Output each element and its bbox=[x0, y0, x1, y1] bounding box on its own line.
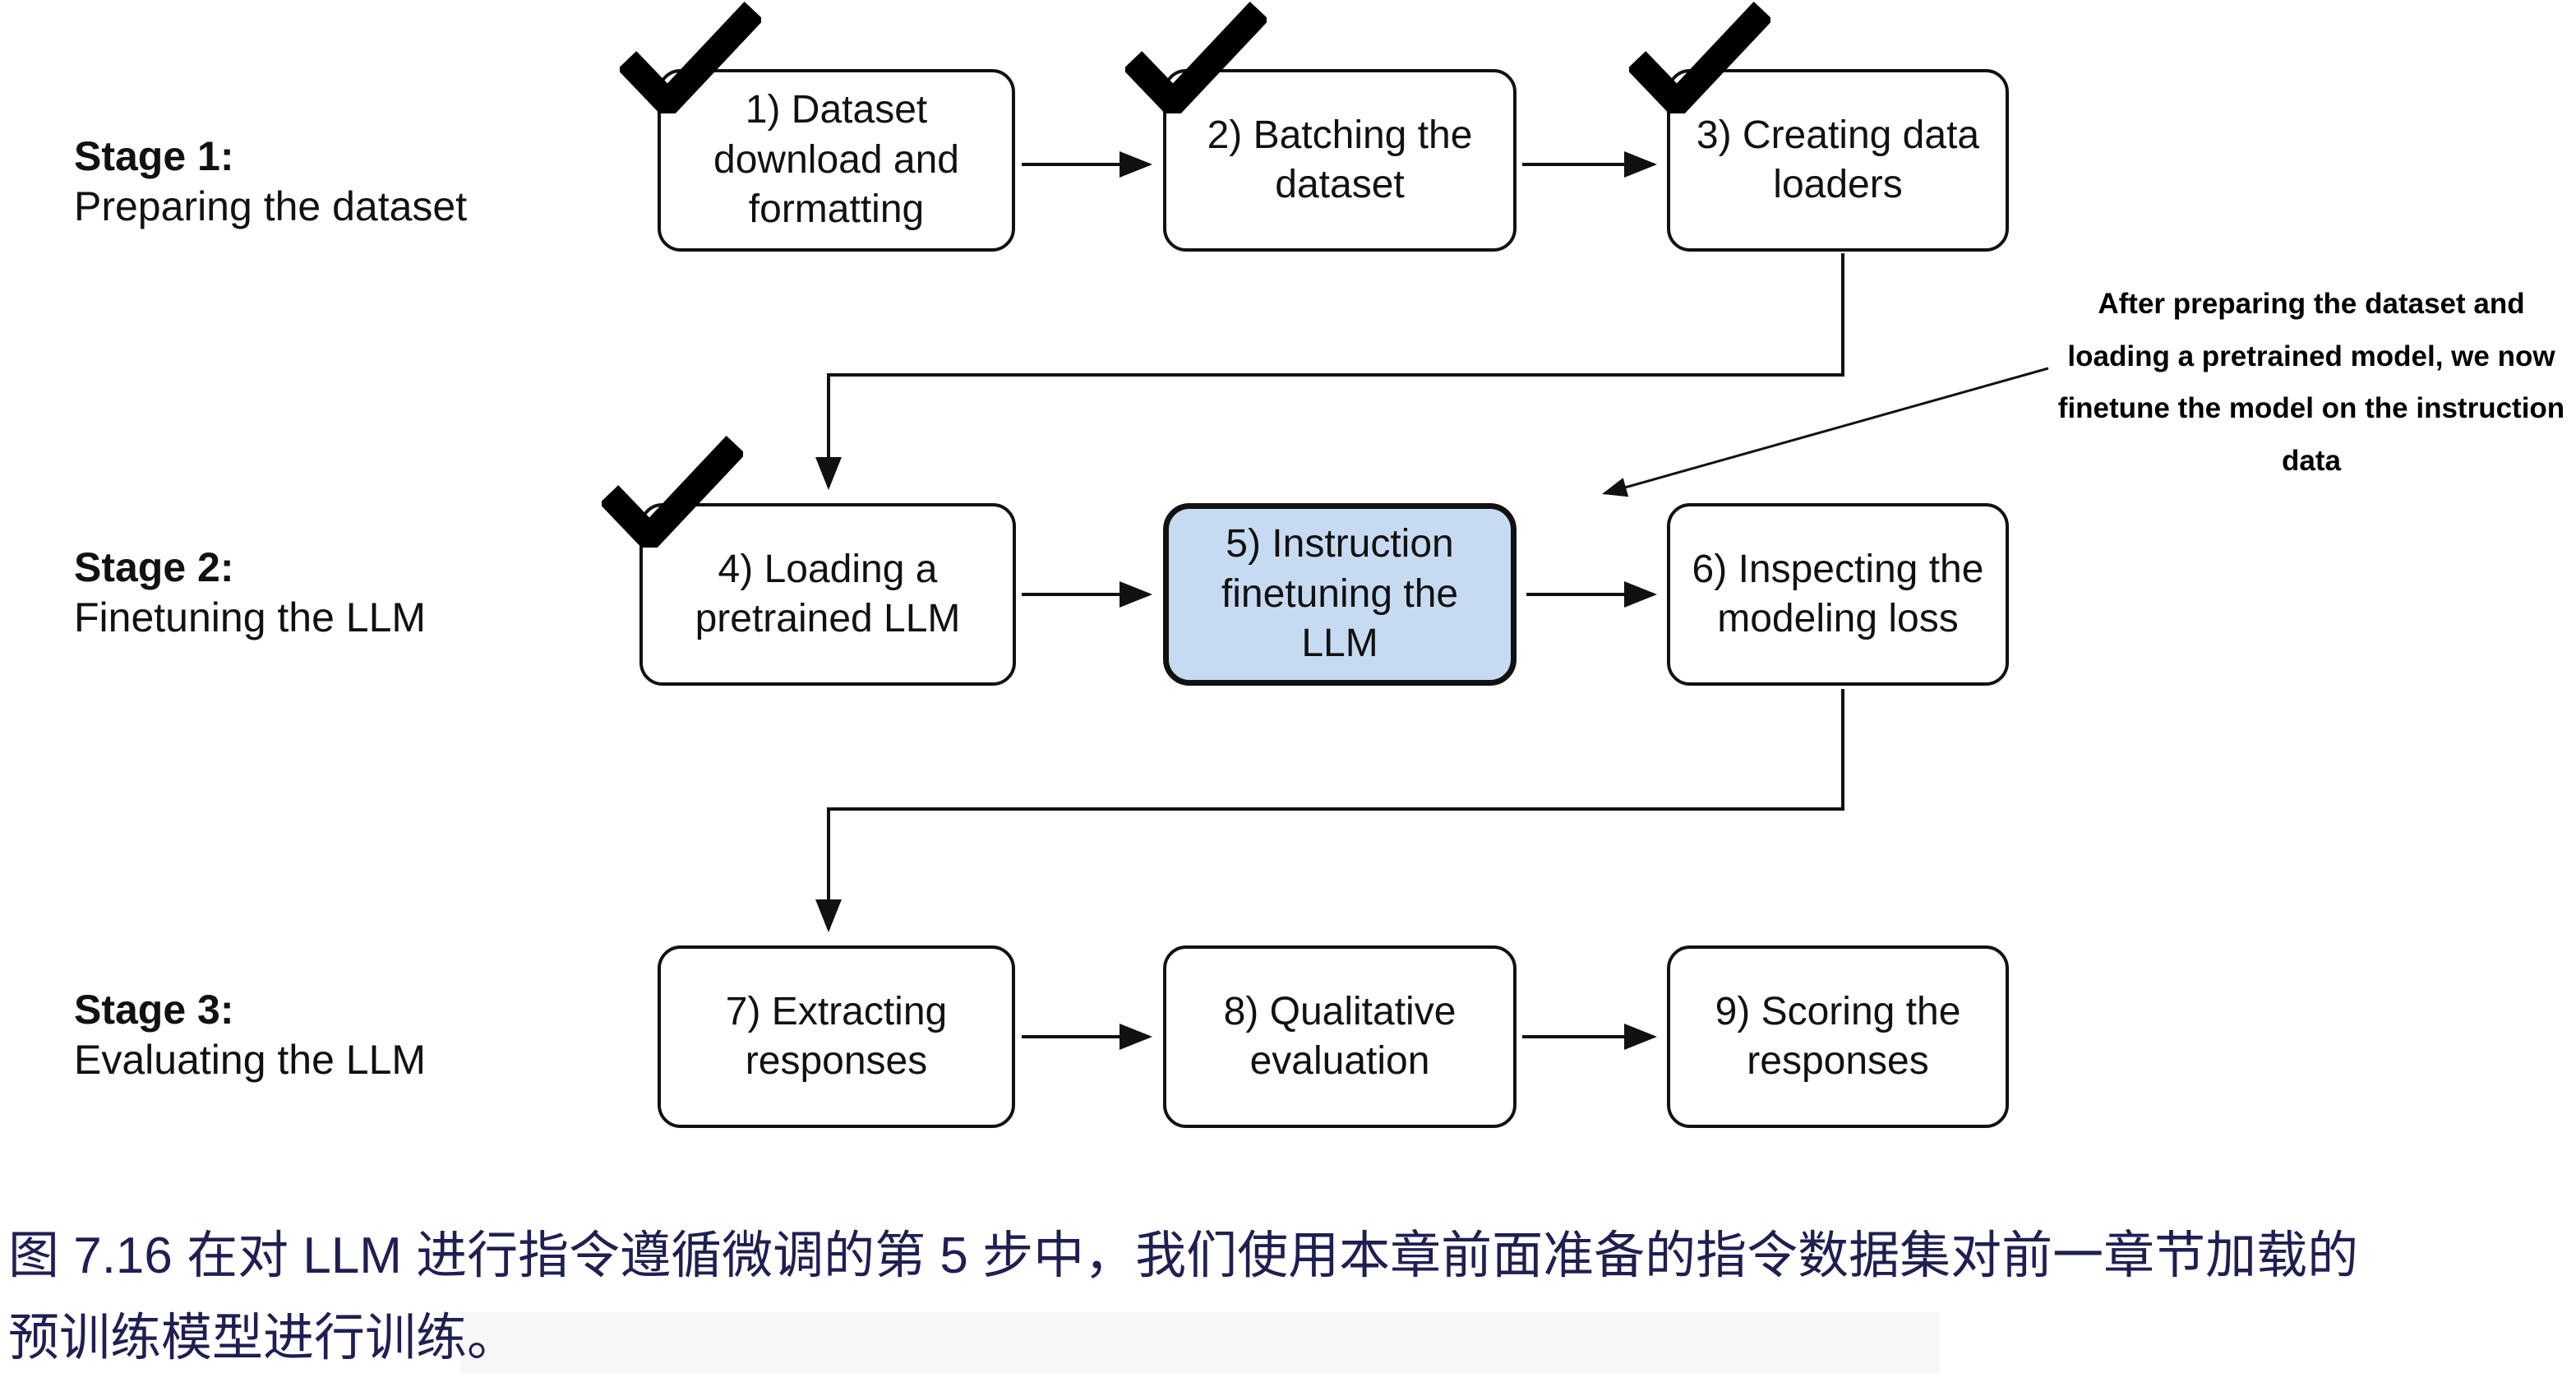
node-label: 6) Inspecting the modeling loss bbox=[1692, 547, 1984, 640]
node-label: 2) Batching the dataset bbox=[1207, 113, 1473, 206]
node-6-inspecting-loss: 6) Inspecting the modeling loss bbox=[1667, 503, 2009, 686]
stage-1-subtitle: Preparing the dataset bbox=[74, 183, 468, 229]
checkmark-icon bbox=[1629, 2, 1770, 113]
background-band bbox=[460, 1312, 1940, 1373]
arrow-box3-box4 bbox=[815, 253, 1844, 490]
figure-caption: 图 7.16 在对 LLM 进行指令遵循微调的第 5 步中，我们使用本章前面准备… bbox=[8, 1215, 2576, 1373]
caption-line-2: 预训练模型进行训练。 bbox=[8, 1310, 519, 1367]
caption-line-1: 图 7.16 在对 LLM 进行指令遵循微调的第 5 步中，我们使用本章前面准备… bbox=[8, 1227, 2359, 1284]
node-2-batching-dataset: 2) Batching the dataset bbox=[1125, 2, 1517, 252]
stage-1-label: Stage 1: Preparing the dataset bbox=[74, 132, 467, 232]
node-label: 7) Extracting responses bbox=[725, 989, 948, 1083]
node-4-loading-pretrained-llm: 4) Loading a pretrained LLM bbox=[602, 436, 1016, 686]
stage-3-subtitle: Evaluating the LLM bbox=[74, 1037, 427, 1083]
node-9-scoring-responses: 9) Scoring the responses bbox=[1667, 945, 2009, 1128]
checkmark-icon bbox=[620, 2, 761, 113]
annotation-note: After preparing the dataset and loading … bbox=[2057, 288, 2565, 478]
stage-2-label: Stage 2: Finetuning the LLM bbox=[74, 543, 426, 643]
node-8-qualitative-evaluation: 8) Qualitative evaluation bbox=[1163, 945, 1517, 1128]
checkmark-icon bbox=[1125, 2, 1267, 113]
arrow-box6-box7 bbox=[815, 689, 1844, 932]
node-1-dataset-download: 1) Dataset download and formatting bbox=[620, 2, 1015, 252]
node-7-extracting-responses: 7) Extracting responses bbox=[658, 945, 1015, 1128]
stage-3-label: Stage 3: Evaluating the LLM bbox=[74, 985, 426, 1085]
node-label: 9) Scoring the responses bbox=[1715, 989, 1961, 1083]
checkmark-icon bbox=[602, 436, 743, 548]
stage-2-subtitle: Finetuning the LLM bbox=[74, 594, 427, 640]
stage-3-title: Stage 3: bbox=[74, 987, 234, 1033]
node-label: 1) Dataset download and formatting bbox=[713, 88, 959, 232]
node-label: 4) Loading a pretrained LLM bbox=[695, 547, 961, 640]
stage-1-title: Stage 1: bbox=[74, 133, 234, 179]
node-label: 5) Instruction finetuning the LLM bbox=[1221, 522, 1459, 666]
node-label: 8) Qualitative evaluation bbox=[1223, 989, 1457, 1083]
node-5-instruction-finetuning: 5) Instruction finetuning the LLM bbox=[1163, 503, 1517, 686]
node-3-creating-data-loaders: 3) Creating data loaders bbox=[1629, 2, 2009, 252]
annotation-pointer-arrow bbox=[1602, 367, 2049, 497]
node-label: 3) Creating data loaders bbox=[1696, 113, 1980, 206]
stage-2-title: Stage 2: bbox=[74, 544, 234, 590]
